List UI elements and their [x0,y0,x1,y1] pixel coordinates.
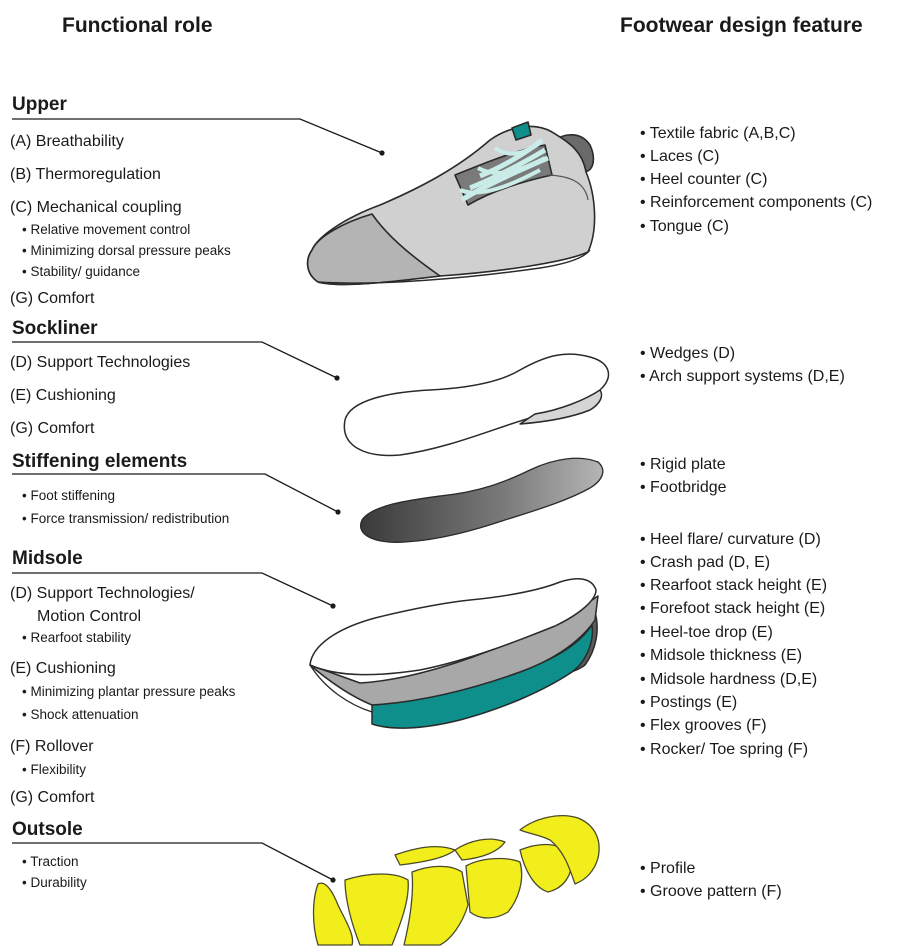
leader-dot-upper [379,150,384,155]
feature-textile-fabric: • Textile fabric (A,B,C) [640,125,796,143]
feature-rocker-toe-spring: • Rocker/ Toe spring (F) [640,741,808,759]
feature-arch-support: • Arch support systems (D,E) [640,368,845,386]
upper-sub-relative-movement: • Relative movement control [22,222,190,237]
midsole-sub-flexibility: • Flexibility [22,762,86,777]
outsole-sub-durability: • Durability [22,875,87,890]
midsole-role-rollover: (F) Rollover [10,738,94,756]
feature-crash-pad: • Crash pad (D, E) [640,554,770,572]
midsole-role-comfort: (G) Comfort [10,789,94,807]
feature-tongue: • Tongue (C) [640,218,729,236]
feature-heel-toe-drop: • Heel-toe drop (E) [640,624,773,642]
upper-role-comfort: (G) Comfort [10,290,94,308]
midsole-role-motion-control: Motion Control [37,608,141,626]
sockliner-role-comfort: (G) Comfort [10,420,94,438]
outsole-title: Outsole [12,819,83,841]
leader-dot-stiffening [335,509,340,514]
upper-role-mechanical-coupling: (C) Mechanical coupling [10,199,182,217]
sockliner-title: Sockliner [12,318,98,340]
midsole-sub-plantar-pressure: • Minimizing plantar pressure peaks [22,684,235,699]
upper-illustration [308,122,595,284]
sockliner-role-cushioning: (E) Cushioning [10,387,116,405]
feature-rigid-plate: • Rigid plate [640,456,726,474]
upper-role-breathability: (A) Breathability [10,133,124,151]
sockliner-illustration [344,354,608,455]
feature-midsole-hardness: • Midsole hardness (D,E) [640,671,817,689]
feature-footbridge: • Footbridge [640,479,727,497]
upper-sub-stability: • Stability/ guidance [22,264,140,279]
feature-forefoot-stack: • Forefoot stack height (E) [640,600,825,618]
sockliner-role-support: (D) Support Technologies [10,354,190,372]
outsole-illustration [314,816,600,945]
midsole-role-cushioning: (E) Cushioning [10,660,116,678]
midsole-sub-rearfoot-stability: • Rearfoot stability [22,630,131,645]
midsole-sub-shock-attenuation: • Shock attenuation [22,707,139,722]
outsole-sub-traction: • Traction [22,854,79,869]
feature-heel-counter: • Heel counter (C) [640,171,767,189]
stiffening-title: Stiffening elements [12,451,187,473]
stiffening-plate-illustration [361,458,603,542]
feature-flex-grooves: • Flex grooves (F) [640,717,767,735]
leader-dot-midsole [330,603,335,608]
feature-wedges: • Wedges (D) [640,345,735,363]
upper-role-thermoregulation: (B) Thermoregulation [10,166,161,184]
feature-midsole-thickness: • Midsole thickness (E) [640,647,802,665]
midsole-role-support: (D) Support Technologies/ [10,585,195,603]
feature-groove-pattern: • Groove pattern (F) [640,883,782,901]
feature-laces: • Laces (C) [640,148,719,166]
feature-heel-flare: • Heel flare/ curvature (D) [640,531,821,549]
midsole-title: Midsole [12,548,83,570]
stiffening-sub-foot: • Foot stiffening [22,488,115,503]
feature-reinforcement: • Reinforcement components (C) [640,194,872,212]
stiffening-sub-force: • Force transmission/ redistribution [22,511,229,526]
feature-profile: • Profile [640,860,695,878]
leader-dot-sockliner [334,375,339,380]
midsole-illustration [310,579,598,728]
upper-sub-dorsal-pressure: • Minimizing dorsal pressure peaks [22,243,231,258]
upper-title: Upper [12,94,67,116]
leader-dot-outsole [330,877,335,882]
feature-postings: • Postings (E) [640,694,737,712]
feature-rearfoot-stack: • Rearfoot stack height (E) [640,577,827,595]
